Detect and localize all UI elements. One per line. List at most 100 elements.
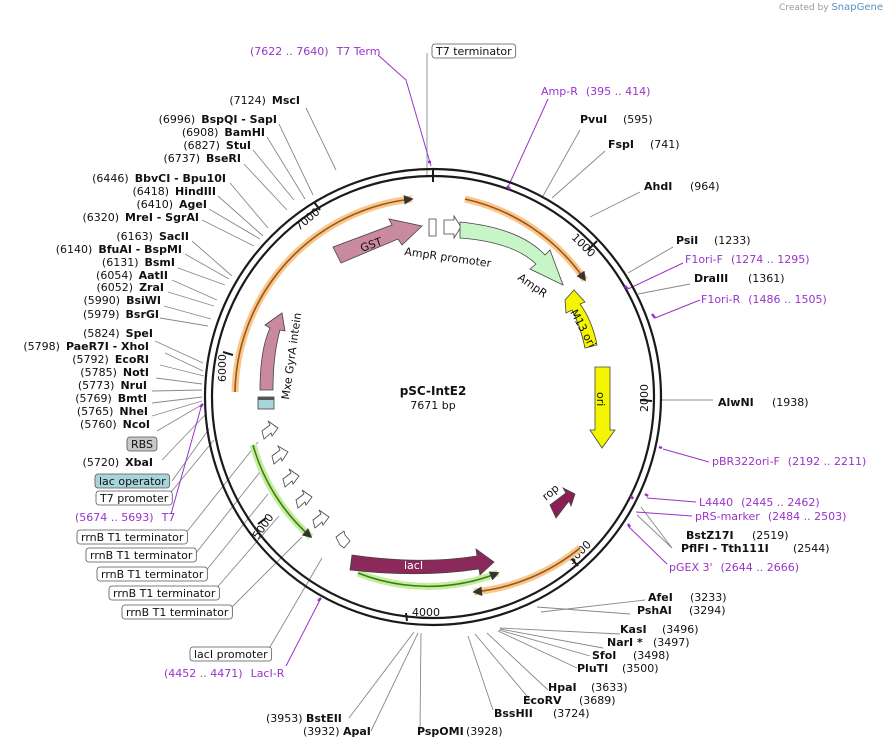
box-label-rrnb-t1-terminator-5: rrnB T1 terminator (85, 547, 197, 563)
enzyme-draiii: DraIII (694, 272, 728, 285)
enzyme-ecorv-pos: (3689) (579, 694, 616, 707)
enzyme-zrai-pos: (6052) (97, 281, 134, 294)
enzyme-bbvci-bpu10i: BbvCI - Bpu10I (135, 172, 226, 185)
enzyme-mrei-sgrai-pos: (6320) (82, 211, 119, 224)
plasmid-length: 7671 bp (410, 399, 455, 412)
enzyme-sfoi: SfoI (592, 649, 616, 662)
svg-text:T7 promoter: T7 promoter (99, 492, 169, 505)
enzyme-nrui-pos: (5773) (78, 379, 115, 392)
svg-text:rrnB T1 terminator: rrnB T1 terminator (81, 531, 184, 544)
enzyme-nhei-pos: (5765) (77, 405, 114, 418)
enzyme-bseri: BseRI (206, 152, 241, 165)
enzyme-afei: AfeI (648, 591, 673, 604)
enzyme-fspi: FspI (608, 138, 634, 151)
rbs-mark (258, 397, 274, 400)
enzyme-bspqi-sapi-pos: (6996) (159, 113, 196, 126)
enzyme-xbai: XbaI (125, 456, 153, 469)
enzyme-pluti: PluTI (577, 662, 608, 675)
enzyme-bmti-pos: (5769) (75, 392, 112, 405)
enzyme-hindiii-pos: (6418) (132, 185, 169, 198)
enzyme-ecorv: EcoRV (523, 694, 562, 707)
primer-leaders (170, 54, 710, 667)
box-label-rrnb-t1-terminator-4: rrnB T1 terminator (76, 529, 188, 545)
enzyme-sacii-pos: (6163) (116, 230, 153, 243)
rrnb-arrow-3 (295, 489, 313, 509)
enzyme-stui: StuI (226, 139, 251, 152)
enzyme-msci: MscI (272, 94, 300, 107)
enzyme-psii: PsiI (676, 234, 698, 247)
enzyme-alwni-pos: (1938) (772, 396, 809, 409)
enzyme-apai-pos: (3932) (303, 725, 340, 738)
enzyme-bamhi-pos: (6908) (182, 126, 219, 139)
primer-pgex-3: pGEX 3'(2644 .. 2666) (669, 561, 799, 574)
feature-ampr-promoter-label: AmpR promoter (404, 245, 493, 270)
enzyme-labels-bottom: (3953)BstEII(3932)ApaI(3928)PspOMI (266, 712, 503, 738)
primer-amp-r: Amp-R(395 .. 414) (541, 85, 650, 98)
enzyme-bsrgi-pos: (5979) (83, 308, 120, 321)
primer-prs-marker: pRS-marker(2484 .. 2503) (695, 510, 846, 523)
feature-rop (549, 487, 576, 519)
feature-ori-label: ori (594, 392, 607, 406)
enzyme-bsiwi-pos: (5990) (83, 294, 120, 307)
feature-m13-ori-label: M13 ori (567, 307, 598, 350)
enzyme-paer7i-xhoi-pos: (5798) (23, 340, 60, 353)
enzyme-noti-pos: (5785) (80, 366, 117, 379)
enzyme-xbai-pos: (5720) (83, 456, 120, 469)
credit: Created by SnapGene (779, 2, 883, 13)
enzyme-ncoi: NcoI (123, 418, 150, 431)
enzyme-pflfi-tth111i: PflFI - Tth111I (681, 542, 769, 555)
primer-marks (199, 160, 663, 602)
primer-t7-term: (7622 .. 7640)T7 Term (250, 45, 380, 58)
svg-text:rrnB T1 terminator: rrnB T1 terminator (113, 587, 216, 600)
svg-text:RBS: RBS (131, 438, 153, 451)
enzyme-bsteii: BstEII (306, 712, 342, 725)
svg-text:T7 terminator: T7 terminator (435, 45, 512, 58)
enzyme-pspomi: PspOMI (417, 725, 464, 738)
enzyme-psii-pos: (1233) (714, 234, 751, 247)
feature-mxe-gyra-intein (259, 312, 286, 391)
svg-text:lac operator: lac operator (99, 475, 166, 488)
enzyme-sacii: SacII (159, 230, 189, 243)
enzyme-nari: NarI * (607, 636, 643, 649)
enzyme-ecori-pos: (5792) (72, 353, 109, 366)
rrnb-arrow-1 (271, 444, 289, 465)
feature-laci (349, 548, 495, 576)
primer-f1ori-r: F1ori-R(1486 .. 1505) (701, 293, 827, 306)
enzyme-nrui: NruI (120, 379, 147, 392)
enzyme-msci-pos: (7124) (229, 94, 266, 107)
primer-f1ori-f: F1ori-F(1274 .. 1295) (685, 253, 810, 266)
enzyme-nhei: NheI (119, 405, 148, 418)
enzyme-pvui: PvuI (580, 113, 607, 126)
box-label-rrnb-t1-terminator-6: rrnB T1 terminator (96, 566, 208, 582)
rrnb-arrow-4 (312, 509, 330, 529)
feature-ori (589, 366, 616, 449)
enzyme-bsiwi: BsiWI (126, 294, 161, 307)
enzyme-hindiii: HindIII (175, 185, 216, 198)
box-label-lac-operator-2: lac operator (94, 473, 171, 489)
enzyme-pshai: PshAI (637, 604, 672, 617)
enzyme-labels-left: MscI(7124)BspQI - SapI(6996)BamHI(6908)S… (23, 94, 300, 469)
leader-lines (151, 53, 713, 732)
primer-laci-r: (4452 .. 4471)LacI-R (164, 667, 285, 680)
enzyme-draiii-pos: (1361) (748, 272, 785, 285)
enzyme-pshai-pos: (3294) (689, 604, 726, 617)
snapgene-logo: SnapGene (831, 2, 883, 13)
enzyme-bstz17i: BstZ17I (686, 529, 734, 542)
feature-ampr-promoter (443, 214, 462, 240)
primer-t7: (5674 .. 5693)T7 (75, 511, 175, 524)
enzyme-bsrgi: BsrGI (126, 308, 159, 321)
enzyme-apai: ApaI (343, 725, 371, 738)
enzyme-pspomi-pos: (3928) (466, 725, 503, 738)
enzyme-bfuai-bspmi-pos: (6140) (56, 243, 93, 256)
svg-text:rrnB T1 terminator: rrnB T1 terminator (101, 568, 204, 581)
enzyme-ahdi: AhdI (644, 180, 672, 193)
enzyme-kasi: KasI (620, 623, 647, 636)
enzyme-ecori: EcoRI (115, 353, 149, 366)
enzyme-aatii: AatII (139, 269, 168, 282)
box-label-rrnb-t1-terminator-7: rrnB T1 terminator (108, 585, 220, 601)
primer-pbr322ori-f: pBR322ori-F(2192 .. 2211) (712, 455, 866, 468)
enzyme-afei-pos: (3233) (690, 591, 727, 604)
enzyme-bamhi: BamHI (224, 126, 265, 139)
t7-promoter-arrow (261, 420, 279, 440)
